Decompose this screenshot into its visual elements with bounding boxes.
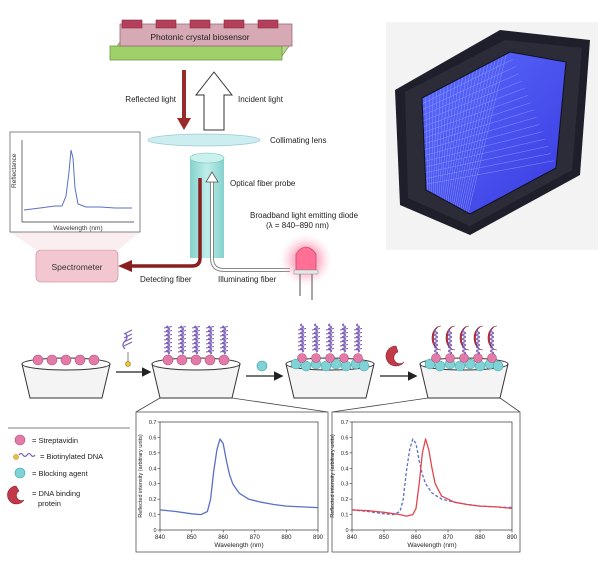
- svg-text:Reflectance: Reflectance: [11, 153, 18, 188]
- blocking-agent-icon: [256, 360, 268, 372]
- x-tick-label: 860: [411, 535, 422, 541]
- y-tick-label: 0.3: [341, 482, 349, 488]
- x-tick-label: 840: [155, 535, 166, 541]
- y-tick-label: 0.1: [341, 513, 349, 519]
- legend-streptavidin: = Streptavidin: [32, 436, 78, 445]
- legend-dna-binding-line1: = DNA binding: [32, 489, 80, 498]
- y-axis-label: Reflected intensity (arbitrary units): [330, 434, 336, 518]
- zoom-connectors: [135, 397, 521, 413]
- y-tick-label: 0.5: [149, 451, 157, 457]
- y-tick-label: 0.6: [341, 435, 349, 441]
- led-range: (λ = 840–890 nm): [266, 221, 329, 230]
- optical-fiber-probe: [189, 152, 225, 258]
- plot-frame: [351, 421, 513, 531]
- detecting-fiber: [130, 178, 202, 268]
- led-label: Broadband light emitting diode: [250, 211, 359, 220]
- collimating-lens: [147, 133, 261, 147]
- inset-curve: [23, 149, 132, 211]
- microplate-photo: [386, 22, 598, 250]
- y-tick-label: 0.3: [149, 482, 157, 488]
- inset-reflectance-plot: Reflectance Wavelength (nm): [9, 131, 141, 250]
- dna-binding-protein-icon: [385, 345, 405, 367]
- legend-biotinylated-dna: = Biotinylated DNA: [40, 452, 103, 461]
- y-axis-label: Reflected intensity (arbitrary units): [138, 434, 144, 518]
- chart-panel-2: [331, 411, 521, 553]
- svg-text:Spectrometer: Spectrometer: [51, 262, 102, 272]
- y-tick-label: 0.7: [149, 420, 157, 426]
- x-tick-label: 860: [218, 535, 229, 541]
- reflected-light-label: Reflected light: [125, 95, 176, 104]
- collimating-lens-label: Collimating lens: [270, 136, 326, 145]
- well-step-4: [419, 325, 509, 399]
- x-tick-label: 880: [475, 535, 486, 541]
- detecting-fiber-label: Detecting fiber: [140, 275, 192, 284]
- x-tick-label: 870: [250, 535, 261, 541]
- well-step-1: [21, 354, 111, 399]
- chart-2: 840 850 860 870 880 890 0 0.1 0.2 0.3 0.4 0.5 0.6 0.7…: [330, 420, 518, 549]
- x-axis-label: Wavelength (nm): [214, 542, 263, 549]
- y-tick-label: 0.2: [341, 497, 349, 503]
- y-tick-label: 0.5: [341, 451, 349, 457]
- legend-dna-binding-line2: protein: [38, 499, 61, 508]
- y-tick-label: 0.4: [149, 466, 157, 472]
- legend: = Streptavidin = Biotinylated DNA = Bloc…: [7, 434, 103, 508]
- series-line-2: [351, 438, 513, 517]
- x-tick-label: 890: [507, 535, 518, 541]
- y-tick-label: 0.4: [341, 466, 349, 472]
- legend-blocking-agent: = Blocking agent: [32, 469, 89, 478]
- streptavidin-swatch: [14, 434, 26, 446]
- x-axis-label: Wavelength (nm): [407, 542, 456, 549]
- x-tick-label: 840: [347, 535, 358, 541]
- incident-light-label: Incident light: [238, 95, 284, 104]
- photonic-crystal-biosensor: Photonic crystal biosensor: [109, 19, 293, 61]
- y-tick-label: 0.6: [149, 435, 157, 441]
- well-step-3: [285, 323, 375, 399]
- x-tick-label: 850: [379, 535, 390, 541]
- x-tick-label: 880: [281, 535, 292, 541]
- incident-light-arrow: [194, 71, 234, 131]
- y-tick-label: 0.1: [149, 513, 157, 519]
- biotinylated-dna-swatch: [13, 452, 36, 460]
- plot-frame: [159, 421, 319, 531]
- dna-strand-icon: [122, 329, 133, 367]
- dna-binding-protein-swatch: [7, 485, 25, 505]
- optical-fiber-probe-label: Optical fiber probe: [230, 179, 296, 188]
- y-tick-label: 0: [153, 528, 156, 534]
- well-step-2: [151, 325, 241, 399]
- x-tick-label: 870: [443, 535, 454, 541]
- chart-1: 840 850 860 870 880 890 0 0.1 0.2 0.3 0.4 0.5 0.6 0.7…: [138, 420, 324, 549]
- svg-text:Wavelength (nm): Wavelength (nm): [53, 225, 102, 232]
- illuminating-fiber-label: Illuminating fiber: [218, 275, 277, 284]
- led-icon: [280, 234, 332, 300]
- series-line-1: [159, 438, 319, 516]
- reflected-light-arrow: [177, 70, 191, 130]
- spectrometer: Spectrometer: [35, 249, 119, 283]
- blocking-agent-swatch: [14, 467, 26, 479]
- x-tick-label: 890: [313, 535, 324, 541]
- sensor-label: Photonic crystal biosensor: [150, 32, 249, 42]
- y-tick-label: 0.2: [149, 497, 157, 503]
- y-tick-label: 0.7: [341, 420, 349, 426]
- x-tick-label: 850: [187, 535, 198, 541]
- y-tick-label: 0: [345, 528, 348, 534]
